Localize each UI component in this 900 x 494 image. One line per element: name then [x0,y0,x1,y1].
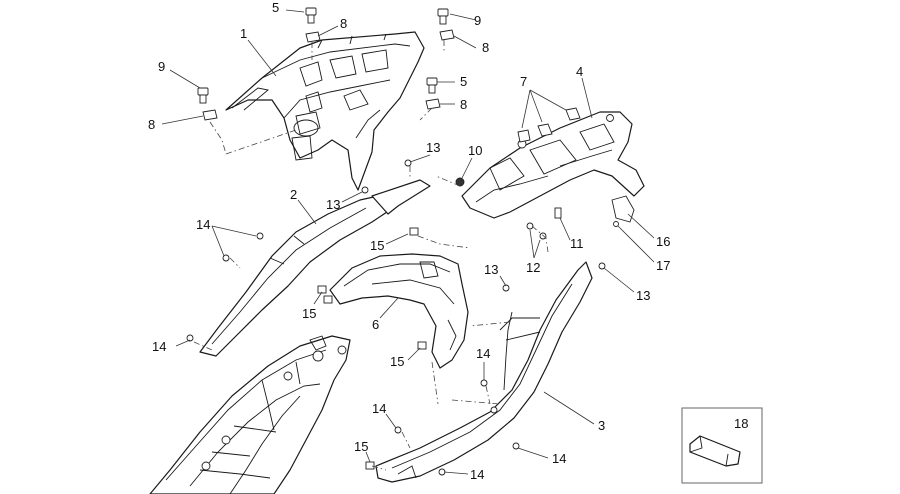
part-2-side-rail [199,179,431,357]
leader-lines [161,9,655,475]
callout-8c: 8 [148,117,155,132]
callout-18: 18 [734,416,748,431]
callout-11: 11 [570,236,584,251]
callout-15b: 15 [302,306,316,321]
part-18-kit-box [681,407,763,484]
callout-7: 7 [520,74,527,89]
callout-15d: 15 [354,439,368,454]
callout-14e: 14 [552,451,566,466]
part-1-luggage-rack [225,31,425,191]
callout-9a: 9 [474,13,481,28]
callout-13d: 13 [636,288,650,303]
callout-17: 17 [656,258,670,273]
callout-13c: 13 [484,262,498,277]
callout-5b: 5 [460,74,467,89]
callout-6: 6 [372,317,379,332]
chassis-frame [149,335,351,494]
callout-12: 12 [526,260,540,275]
callout-14a: 14 [196,217,210,232]
callout-3: 3 [598,418,605,433]
callout-14d: 14 [372,401,386,416]
callout-labels: 5 8 9 8 1 9 8 5 8 7 4 13 10 2 13 14 15 1… [148,0,748,482]
callout-2: 2 [290,187,297,202]
callout-15a: 15 [370,238,384,253]
assembly-lines [193,40,549,471]
part-6-inner-mudguard [329,253,469,369]
callout-16: 16 [656,234,670,249]
callout-14b: 14 [152,339,166,354]
callout-14c: 14 [476,346,490,361]
callout-8a: 8 [340,16,347,31]
callout-1: 1 [240,26,247,41]
part-3-side-fairing [375,261,593,483]
callout-13b: 13 [326,197,340,212]
callout-8b: 8 [482,40,489,55]
callout-4: 4 [576,64,583,79]
callout-14f: 14 [470,467,484,482]
callout-8d: 8 [460,97,467,112]
callout-15c: 15 [390,354,404,369]
callout-13a: 13 [426,140,440,155]
callout-5a: 5 [272,0,279,15]
callout-9b: 9 [158,59,165,74]
part-4-rear-bracket [461,111,645,219]
callout-10: 10 [468,143,482,158]
fasteners [186,7,635,476]
